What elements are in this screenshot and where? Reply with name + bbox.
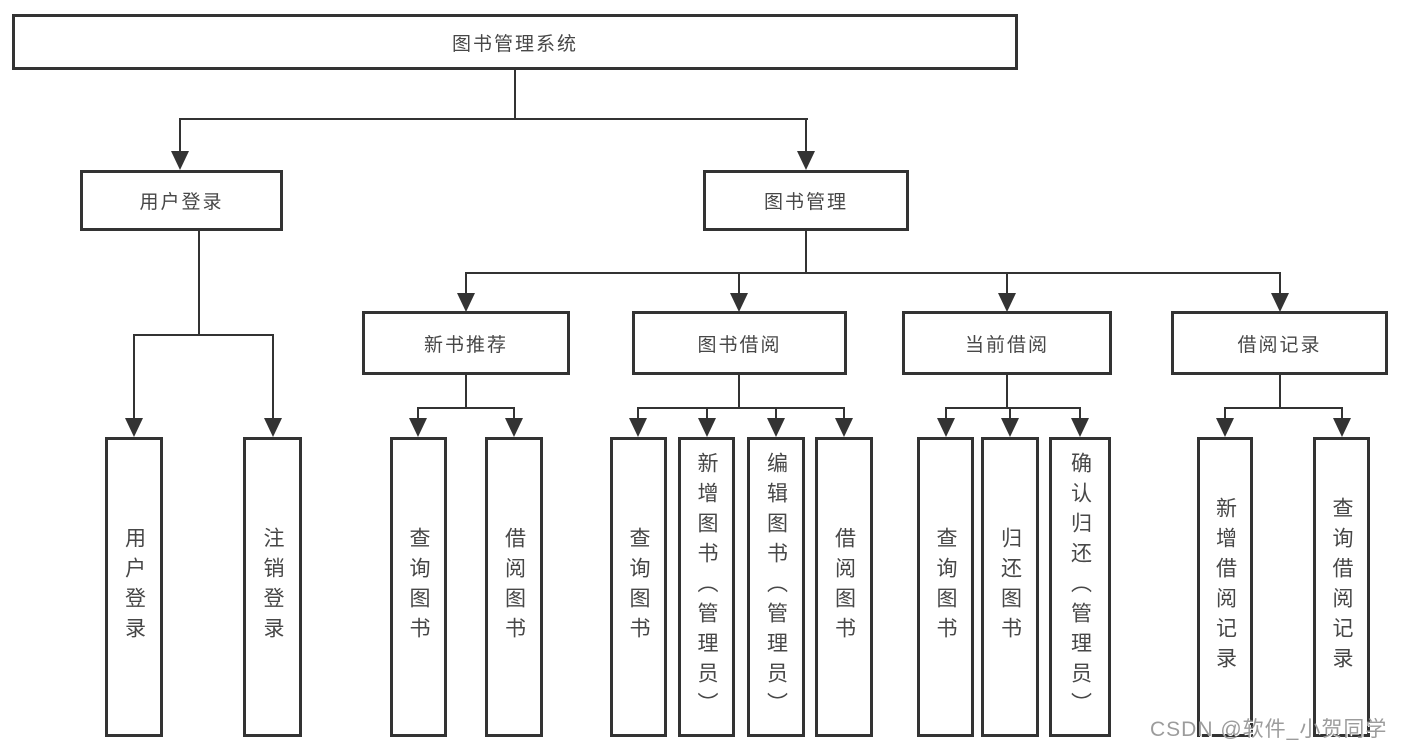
node-user-login-label: 用户登录 bbox=[139, 192, 224, 213]
leaf-logout-label: 注销登录 bbox=[261, 527, 284, 647]
connector-drop-borrow bbox=[738, 272, 740, 294]
node-root: 图书管理系统 bbox=[12, 14, 1018, 70]
arrow-down-icon bbox=[767, 418, 785, 437]
node-current-borrow: 当前借阅 bbox=[902, 311, 1112, 375]
arrow-down-icon bbox=[629, 418, 647, 437]
leaf-recommend-borrow-books: 借阅图书 bbox=[485, 437, 543, 737]
connector-borrow-rail bbox=[637, 407, 845, 409]
connector-drop-book-mgmt bbox=[805, 118, 807, 152]
leaf-current-query-books: 查询图书 bbox=[917, 437, 974, 737]
connector-drop-user-login bbox=[179, 118, 181, 152]
connector-drop bbox=[1341, 407, 1343, 420]
arrow-down-icon bbox=[264, 418, 282, 437]
leaf-borrow-query-books: 查询图书 bbox=[610, 437, 667, 737]
arrow-down-icon bbox=[505, 418, 523, 437]
node-book-management: 图书管理 bbox=[703, 170, 909, 231]
leaf-borrow-borrow-books: 借阅图书 bbox=[815, 437, 873, 737]
arrow-down-icon bbox=[797, 151, 815, 170]
arrow-down-icon bbox=[1271, 293, 1289, 312]
arrow-down-icon bbox=[171, 151, 189, 170]
csdn-watermark: CSDN @软件_小贺同学 bbox=[1150, 718, 1388, 741]
connector-drop bbox=[843, 407, 845, 420]
connector-drop bbox=[1009, 407, 1011, 420]
arrow-down-icon bbox=[937, 418, 955, 437]
leaf-query-borrow-record: 查询借阅记录 bbox=[1313, 437, 1370, 737]
leaf-recommend-borrow-books-label: 借阅图书 bbox=[502, 527, 526, 647]
node-user-login: 用户登录 bbox=[80, 170, 283, 231]
leaf-borrow-borrow-books-label: 借阅图书 bbox=[832, 527, 856, 647]
arrow-down-icon bbox=[1071, 418, 1089, 437]
arrow-down-icon bbox=[835, 418, 853, 437]
connector-user-login-rail bbox=[133, 334, 274, 336]
node-new-book-recommend: 新书推荐 bbox=[362, 311, 570, 375]
connector-drop-recommend bbox=[465, 272, 467, 294]
node-book-borrow-label: 图书借阅 bbox=[697, 334, 782, 356]
node-borrow-records: 借阅记录 bbox=[1171, 311, 1388, 375]
leaf-confirm-return-admin: 确认归还（管理员） bbox=[1049, 437, 1111, 737]
leaf-confirm-return-admin-label: 确认归还（管理员） bbox=[1068, 452, 1092, 722]
leaf-edit-books-admin-label: 编辑图书（管理员） bbox=[764, 452, 788, 722]
arrow-down-icon bbox=[1333, 418, 1351, 437]
connector-drop bbox=[1224, 407, 1226, 420]
node-book-borrow: 图书借阅 bbox=[632, 311, 847, 375]
leaf-borrow-query-books-label: 查询图书 bbox=[627, 527, 650, 647]
connector-borrow-stem bbox=[738, 375, 740, 407]
connector-current-rail bbox=[945, 407, 1081, 409]
arrow-down-icon bbox=[125, 418, 143, 437]
leaf-return-books: 归还图书 bbox=[981, 437, 1039, 737]
leaf-add-books-admin: 新增图书（管理员） bbox=[678, 437, 735, 737]
leaf-edit-books-admin: 编辑图书（管理员） bbox=[747, 437, 805, 737]
leaf-logout: 注销登录 bbox=[243, 437, 302, 737]
connector-records-rail bbox=[1224, 407, 1343, 409]
connector-recommend-stem bbox=[465, 375, 467, 407]
connector-user-login-stem bbox=[198, 231, 200, 334]
leaf-add-books-admin-label: 新增图书（管理员） bbox=[695, 452, 718, 722]
leaf-recommend-query-books: 查询图书 bbox=[390, 437, 447, 737]
leaf-user-login-label: 用户登录 bbox=[122, 527, 146, 647]
leaf-current-query-books-label: 查询图书 bbox=[934, 527, 957, 647]
connector-current-stem bbox=[1006, 375, 1008, 407]
node-root-label: 图书管理系统 bbox=[451, 33, 578, 55]
connector-drop bbox=[945, 407, 947, 420]
leaf-add-borrow-record: 新增借阅记录 bbox=[1197, 437, 1253, 737]
connector-drop bbox=[1079, 407, 1081, 420]
node-borrow-records-label: 借阅记录 bbox=[1237, 334, 1322, 356]
arrow-down-icon bbox=[457, 293, 475, 312]
leaf-return-books-label: 归还图书 bbox=[998, 527, 1022, 647]
leaf-add-borrow-record-label: 新增借阅记录 bbox=[1213, 497, 1237, 677]
connector-level2-rail bbox=[179, 118, 808, 120]
connector-level3-rail bbox=[465, 272, 1281, 274]
connector-drop-logout bbox=[272, 334, 274, 419]
connector-drop bbox=[417, 407, 419, 420]
arrow-down-icon bbox=[409, 418, 427, 437]
leaf-user-login: 用户登录 bbox=[105, 437, 163, 737]
connector-book-mgmt-stem bbox=[805, 231, 807, 272]
node-book-management-label: 图书管理 bbox=[763, 192, 848, 213]
connector-drop bbox=[637, 407, 639, 420]
arrow-down-icon bbox=[1216, 418, 1234, 437]
connector-drop-current bbox=[1006, 272, 1008, 294]
arrow-down-icon bbox=[730, 293, 748, 312]
connector-root-stem bbox=[514, 70, 516, 118]
connector-drop bbox=[513, 407, 515, 420]
connector-drop-records bbox=[1279, 272, 1281, 294]
connector-drop-login bbox=[133, 334, 135, 419]
node-new-book-recommend-label: 新书推荐 bbox=[423, 334, 508, 356]
arrow-down-icon bbox=[698, 418, 716, 437]
connector-drop bbox=[775, 407, 777, 420]
arrow-down-icon bbox=[998, 293, 1016, 312]
connector-recommend-rail bbox=[417, 407, 515, 409]
connector-records-stem bbox=[1279, 375, 1281, 407]
leaf-recommend-query-books-label: 查询图书 bbox=[407, 527, 430, 647]
connector-drop bbox=[706, 407, 708, 420]
arrow-down-icon bbox=[1001, 418, 1019, 437]
node-current-borrow-label: 当前借阅 bbox=[964, 334, 1049, 356]
leaf-query-borrow-record-label: 查询借阅记录 bbox=[1330, 497, 1353, 677]
